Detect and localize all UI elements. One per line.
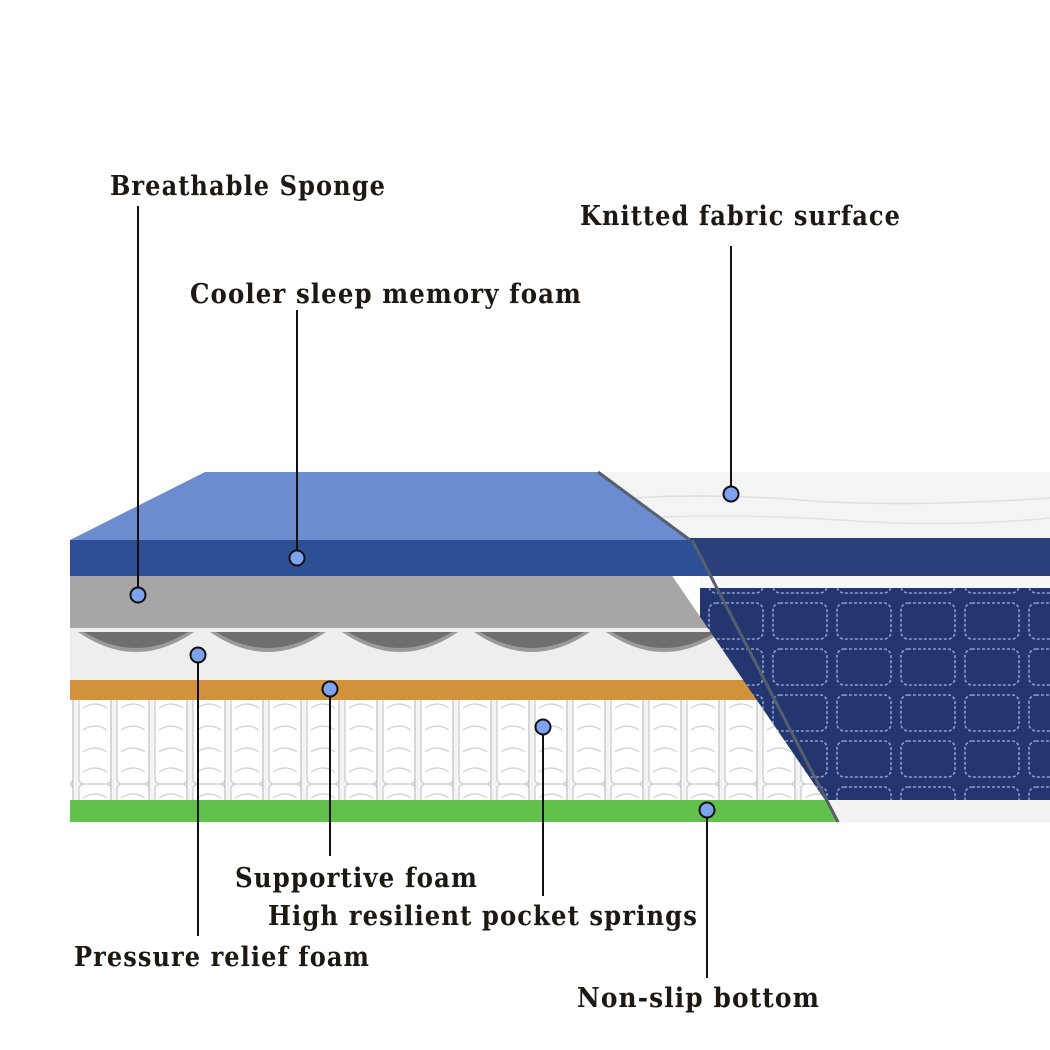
label-high-resilient-pocket-springs: High resilient pocket springs bbox=[268, 901, 698, 932]
label-cooler-sleep-memory-foam: Cooler sleep memory foam bbox=[190, 279, 582, 310]
memory-foam-side bbox=[70, 540, 712, 576]
memory-foam-top bbox=[70, 472, 690, 540]
marker-pressure-relief bbox=[191, 648, 206, 663]
marker-pocket-springs bbox=[536, 720, 551, 735]
label-pressure-relief-foam: Pressure relief foam bbox=[74, 942, 370, 973]
label-non-slip-bottom: Non-slip bottom bbox=[577, 983, 820, 1014]
marker-supportive-foam bbox=[323, 682, 338, 697]
cover-border-band bbox=[690, 538, 1050, 576]
marker-knitted-fabric bbox=[724, 487, 739, 502]
non-slip-bottom-layer bbox=[70, 800, 870, 822]
pocket-springs-layer bbox=[70, 700, 870, 800]
marker-non-slip bbox=[700, 803, 715, 818]
label-breathable-sponge: Breathable Sponge bbox=[110, 171, 386, 202]
label-knitted-fabric-surface: Knitted fabric surface bbox=[580, 201, 901, 232]
marker-memory-foam bbox=[290, 551, 305, 566]
label-supportive-foam: Supportive foam bbox=[235, 863, 478, 894]
marker-breathable-sponge bbox=[131, 588, 146, 603]
